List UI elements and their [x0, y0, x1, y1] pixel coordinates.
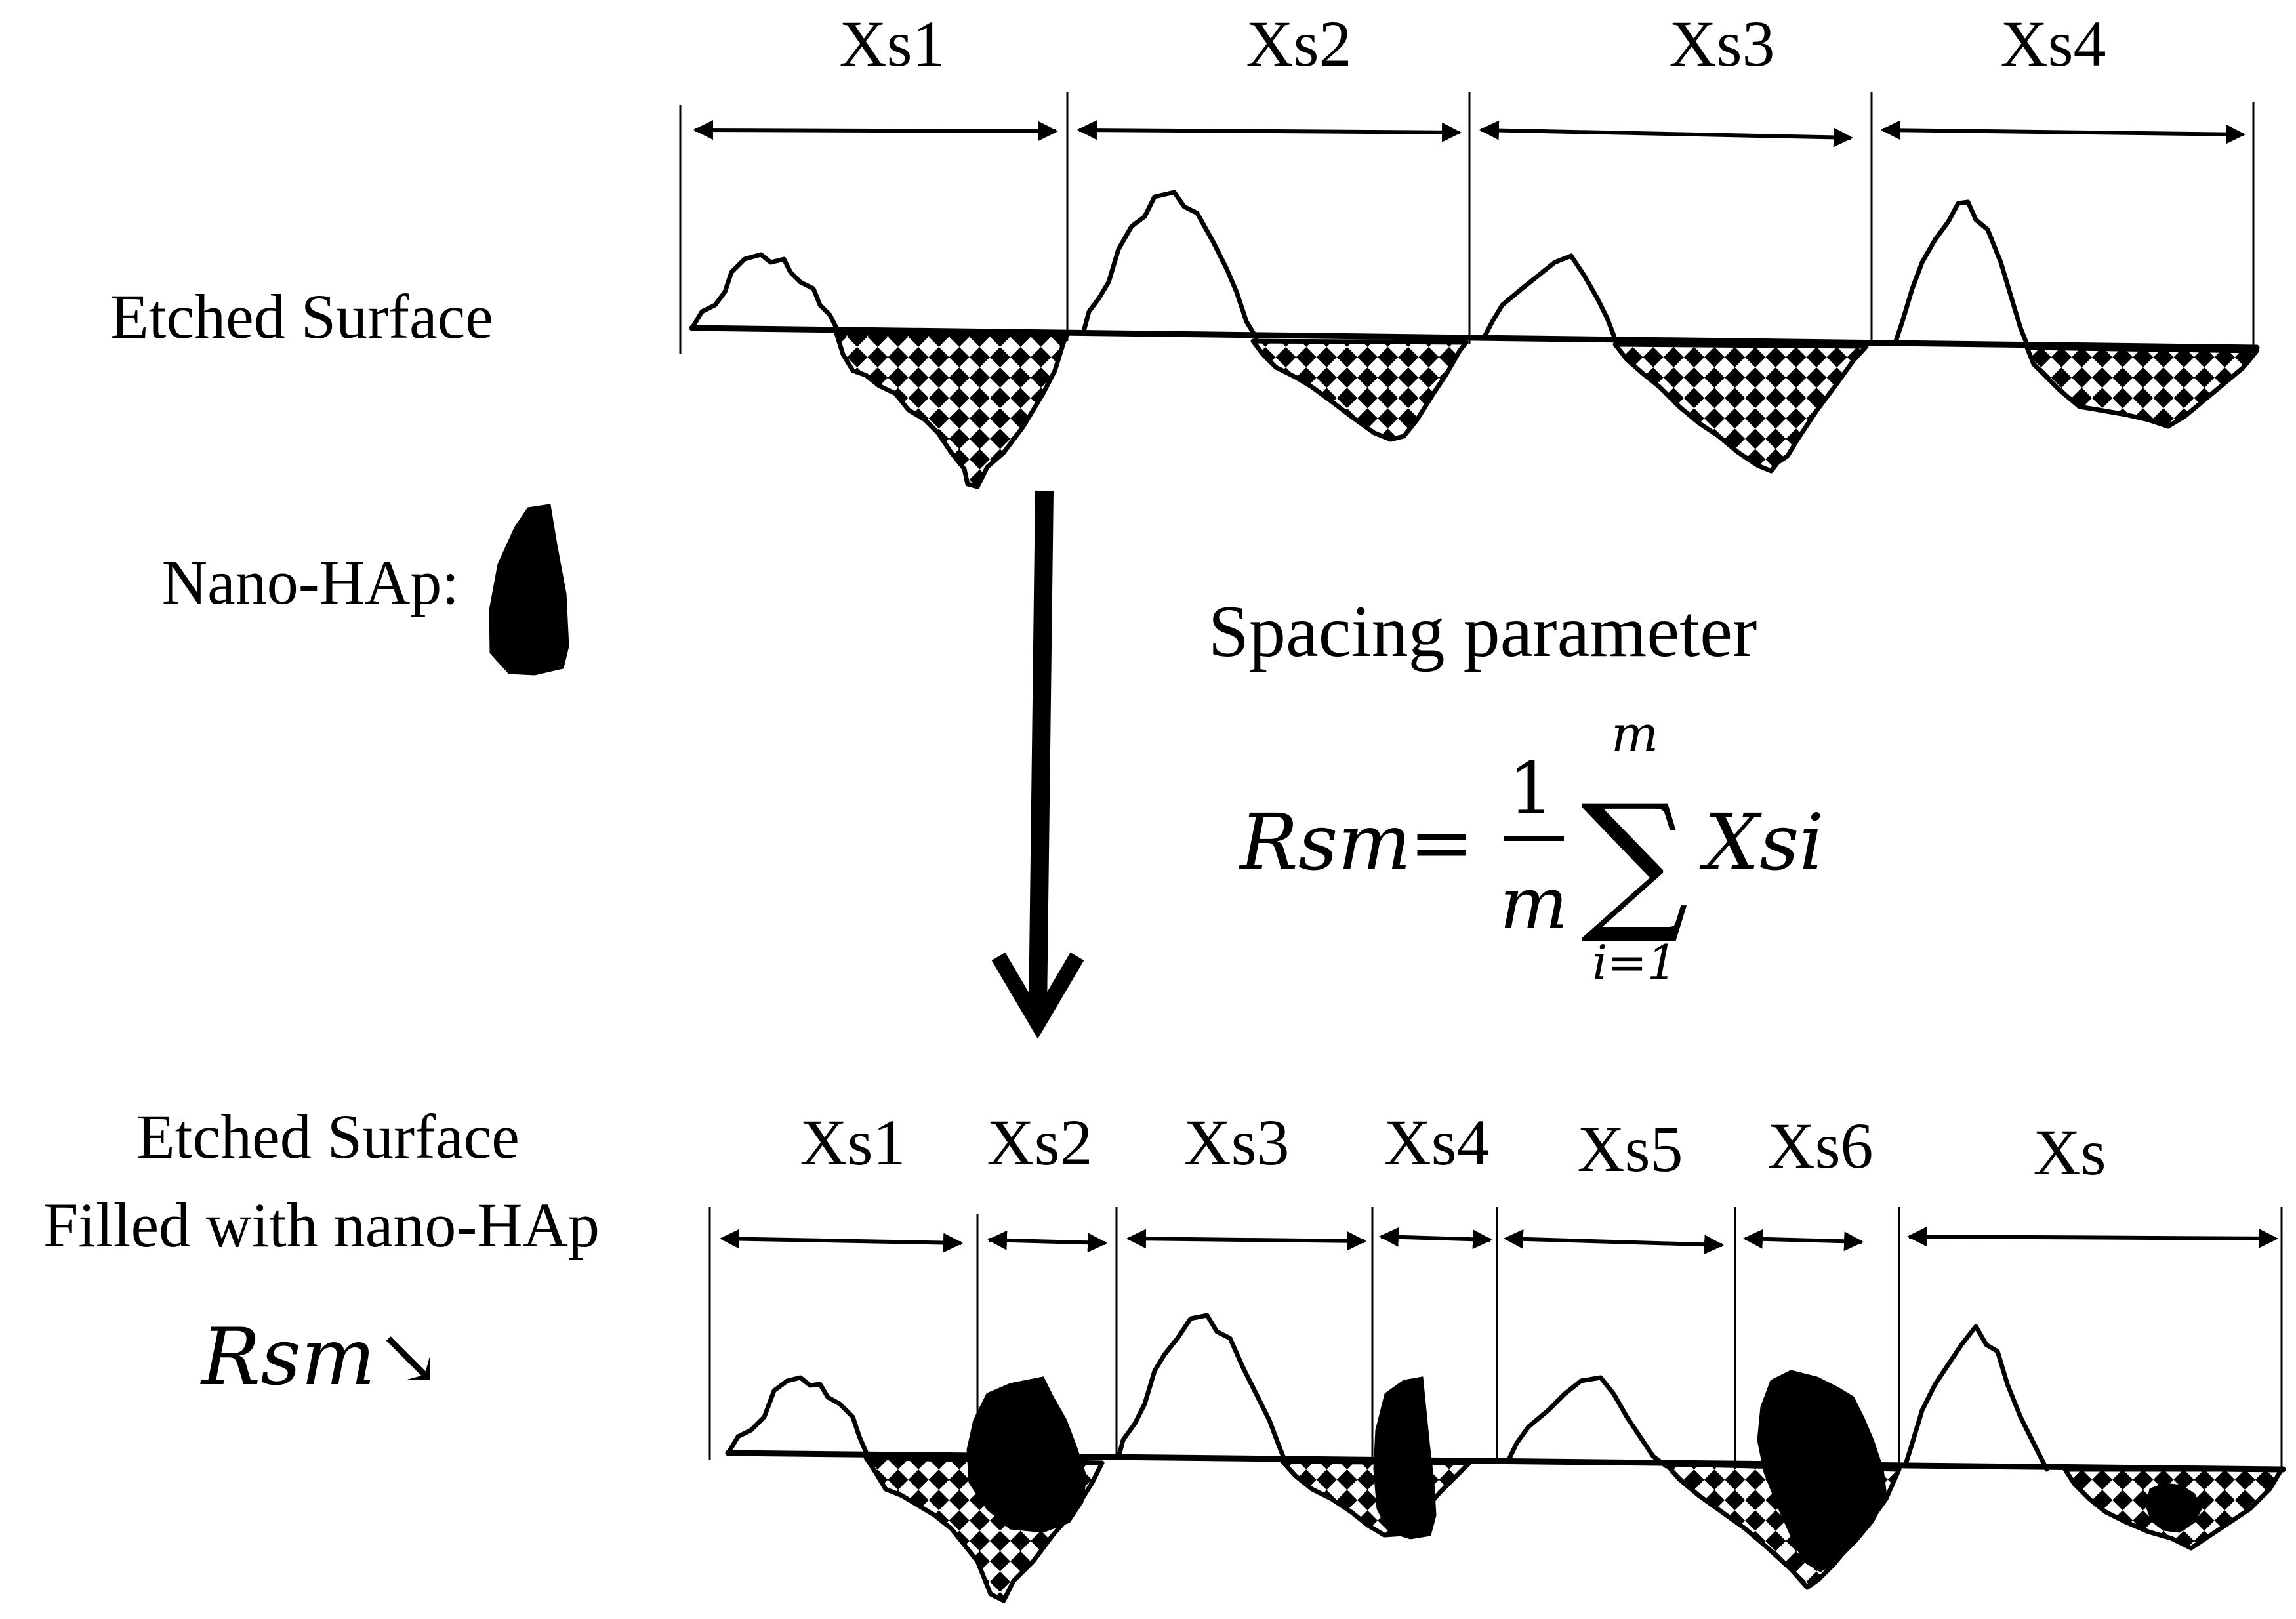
dimension-arrow [987, 1230, 1107, 1253]
formula-lower-limit: i=1 [1592, 935, 1677, 990]
summation-sign-icon: ∑ [1581, 773, 1689, 948]
nano-hap-particle-icon [966, 1376, 1087, 1533]
dimension-arrow [693, 120, 1058, 141]
bottom-interval-label: Xs1 [800, 1106, 905, 1179]
formula-numerator: 1 [1508, 747, 1554, 830]
top-profile-valleys [834, 331, 2259, 489]
formula-lhs: Rsm [1239, 797, 1411, 888]
top-profile-peaks [689, 190, 2031, 350]
etched-surface-label: Etched Surface [110, 281, 493, 352]
rsm-formula: Rsm = 1 m ∑ m i=1 Xsi [1239, 705, 1824, 990]
dimension-arrow [720, 1229, 963, 1253]
rsm-decrease-label: Rsm↘ [200, 1312, 441, 1403]
top-interval-labels: Xs1 Xs2 Xs3 Xs4 [839, 7, 2106, 80]
formula-equals: = [1409, 797, 1474, 888]
spacing-parameter-label: Spacing parameter [1208, 591, 1757, 672]
filled-surface-label-line1: Etched Surface [136, 1101, 520, 1172]
dimension-arrow [1907, 1227, 2278, 1248]
bottom-interval-labels: Xs1 Xs2 Xs3 Xs4 Xs5 Xs6 Xs [800, 1106, 2106, 1189]
filled-nano-hap-particles [966, 1370, 2202, 1572]
dimension-arrow [1479, 120, 1853, 148]
transition-arrow-icon [991, 490, 1084, 1039]
top-mean-line [689, 325, 2260, 351]
nano-hap-label: Nano-HAp: [162, 547, 459, 617]
filled-surface-label-line2: Filled with nano-HAp [43, 1190, 600, 1260]
dimension-arrow [1743, 1229, 1864, 1252]
dimension-arrow [1881, 120, 2245, 144]
bottom-interval-label: Xs [2033, 1116, 2106, 1189]
bottom-dimension-arrows [720, 1227, 2278, 1255]
dimension-arrow [1379, 1227, 1492, 1250]
top-dimension-arrows [693, 120, 2245, 148]
bottom-interval-ticks [708, 1207, 2283, 1469]
top-interval-label: Xs3 [1669, 7, 1774, 80]
nano-hap-particle-icon [2145, 1483, 2202, 1533]
top-interval-label: Xs4 [2000, 7, 2106, 80]
top-interval-label: Xs1 [839, 7, 945, 80]
nano-hap-particle-icon [1757, 1370, 1887, 1572]
formula-upper-limit: m [1611, 705, 1658, 763]
bottom-interval-label: Xs2 [987, 1106, 1092, 1179]
top-interval-label: Xs2 [1246, 7, 1351, 80]
bottom-interval-label: Xs5 [1577, 1113, 1683, 1185]
bottom-profile-peaks [726, 1313, 2049, 1472]
top-interval-ticks [679, 92, 2255, 354]
bottom-interval-label: Xs4 [1384, 1106, 1489, 1179]
dimension-arrow [1077, 120, 1462, 142]
nano-hap-particle-icon [489, 504, 569, 676]
dimension-arrow [1126, 1229, 1366, 1251]
bottom-interval-label: Xs6 [1767, 1109, 1873, 1182]
formula-summand: Xsi [1699, 797, 1824, 888]
formula-denominator: m [1500, 861, 1568, 945]
dimension-arrow [1504, 1229, 1724, 1255]
bottom-interval-label: Xs3 [1183, 1106, 1289, 1179]
nano-hap-particle-icon [1373, 1376, 1437, 1540]
